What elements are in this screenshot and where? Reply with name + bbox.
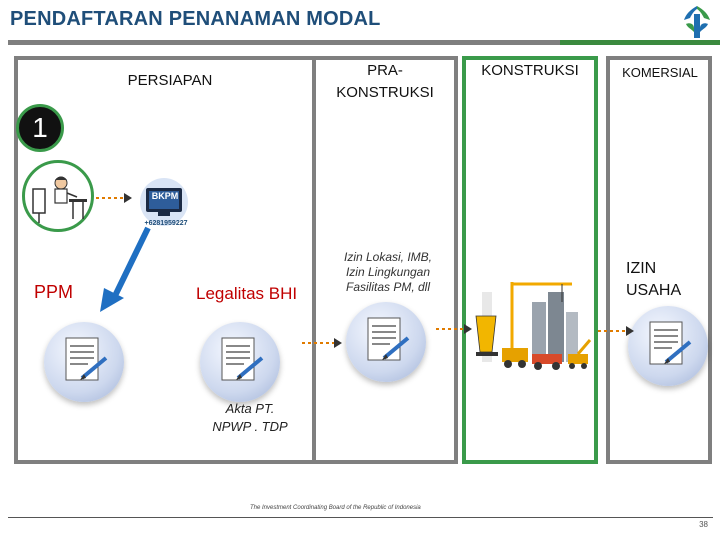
bkpm-corner-logo-icon	[684, 6, 710, 38]
izin-usaha-label: IZIN USAHA	[626, 258, 681, 302]
izin-list-line3: Fasilitas PM, dll	[345, 280, 431, 294]
bkpm-logo-text: BKPM	[151, 191, 179, 201]
izin-document	[346, 302, 426, 382]
construction-site-icon	[475, 282, 592, 370]
ppm-label: PPM	[34, 282, 74, 302]
izin-usaha-line1: IZIN	[626, 260, 657, 277]
izin-usaha-line2: USAHA	[626, 282, 682, 299]
phase-komersial-label: KOMERSIAL	[622, 65, 698, 80]
dotted-arrow-izin-to-konstruksi	[436, 324, 472, 334]
legalitas-document	[200, 322, 280, 402]
title-divider-gray	[8, 40, 568, 45]
title-divider-green	[560, 40, 720, 45]
phase-pra-konstruksi-line2: KONSTRUKSI	[336, 84, 434, 101]
persiapan-panel	[14, 56, 316, 464]
ppm-document	[44, 322, 124, 402]
konstruksi-panel	[462, 56, 598, 464]
phase-pra-konstruksi-line1: PRA-	[367, 62, 403, 79]
dotted-arrow-konstruksi-to-izin-usaha	[598, 326, 634, 336]
footer-text: The Investment Coordinating Board of the…	[250, 505, 421, 511]
footer-divider	[8, 517, 713, 518]
akta-line1: Akta PT.	[225, 401, 275, 416]
bkpm-phone: +6281959227	[144, 220, 188, 227]
dotted-arrow-to-bkpm	[96, 193, 132, 203]
phase-pra-konstruksi-label: PRA- KONSTRUKSI	[320, 60, 450, 104]
document-pen-icon	[649, 321, 692, 365]
legalitas-label: Legalitas BHI	[196, 284, 298, 303]
blue-arrow-to-ppm	[100, 226, 151, 312]
akta-text: Akta PT. NPWP . TDP	[200, 400, 300, 436]
pra-konstruksi-panel	[316, 56, 458, 464]
akta-line2: NPWP . TDP	[212, 419, 288, 434]
phase-konstruksi-label: KONSTRUKSI	[481, 62, 579, 79]
izin-list-text: Izin Lokasi, IMB, Izin Lingkungan Fasili…	[326, 250, 450, 295]
izin-list-line2: Izin Lingkungan	[345, 265, 431, 279]
dotted-arrow-legalitas-to-izin	[302, 338, 342, 348]
document-pen-icon	[65, 337, 108, 381]
bkpm-computer-icon	[140, 178, 188, 226]
document-pen-icon	[221, 337, 264, 381]
phase-persiapan-label: PERSIAPAN	[127, 72, 213, 89]
bkpm-logo: BKPM +6281959227	[132, 176, 196, 232]
izin-list-line1: Izin Lokasi, IMB,	[343, 250, 433, 264]
person-at-desk-icon	[32, 176, 87, 223]
izin-usaha-document	[628, 306, 708, 386]
page-title: PENDAFTARAN PENANAMAN MODAL	[10, 8, 381, 30]
investor-circle	[22, 160, 94, 232]
komersial-panel	[606, 56, 712, 464]
page-number: 38	[699, 520, 708, 529]
document-pen-icon	[367, 317, 410, 361]
step-number-badge: 1	[16, 104, 64, 152]
